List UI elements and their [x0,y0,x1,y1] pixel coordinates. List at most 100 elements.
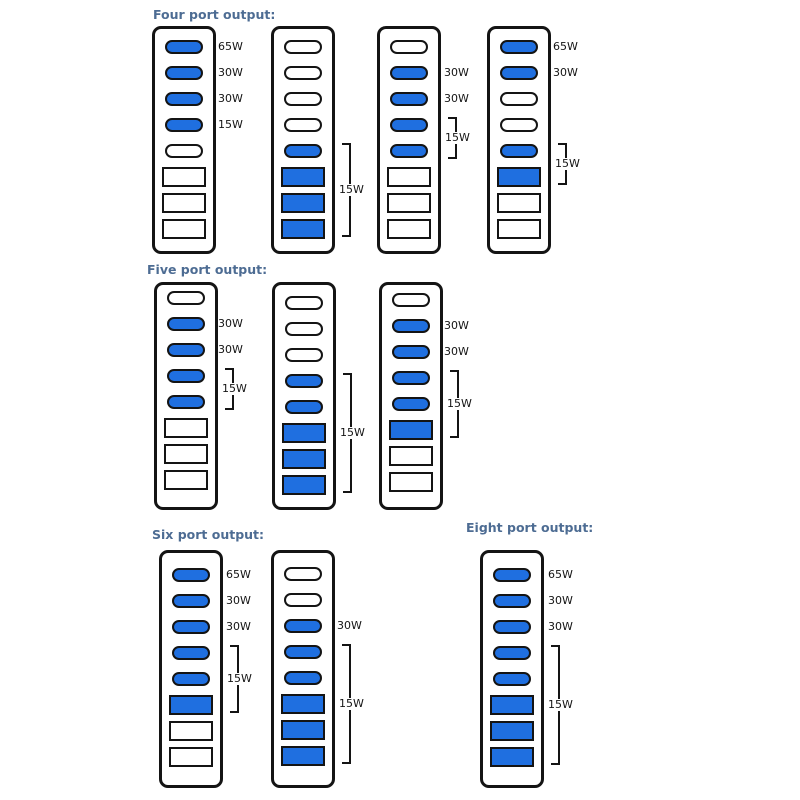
usb-c-port [165,118,203,132]
usb-a-port [389,446,433,466]
usb-a-port [281,720,325,740]
usb-a-port [490,747,534,767]
usb-a-port [169,747,213,767]
usb-a-port [497,193,541,213]
usb-c-port [500,66,538,80]
usb-c-port [390,118,428,132]
usb-a-port [281,694,325,714]
group-power-label: 15W [444,131,471,144]
usb-c-port [284,671,322,685]
usb-c-port [493,568,531,582]
usb-c-port [500,144,538,158]
usb-a-port [281,167,325,187]
usb-c-port [285,400,323,414]
usb-a-port [281,219,325,239]
power-label: 65W [553,40,578,53]
usb-c-port [167,291,205,305]
charger-device-four-a [152,26,216,254]
usb-c-port [284,118,322,132]
usb-a-port [162,193,206,213]
usb-c-port [493,620,531,634]
usb-c-port [493,594,531,608]
usb-c-port [284,645,322,659]
eight-port-title: Eight port output: [466,520,594,535]
usb-a-port [497,167,541,187]
power-label: 65W [548,568,573,581]
charger-device-four-c [377,26,441,254]
power-label: 30W [218,66,243,79]
power-label: 30W [444,66,469,79]
usb-a-port [387,167,431,187]
usb-c-port [167,395,205,409]
usb-a-port [162,219,206,239]
usb-c-port [284,619,322,633]
usb-a-port [387,193,431,213]
power-label: 30W [548,620,573,633]
power-label: 30W [548,594,573,607]
usb-a-port [282,475,326,495]
group-power-label: 15W [554,157,581,170]
usb-c-port [392,371,430,385]
usb-c-port [165,40,203,54]
usb-a-port [389,472,433,492]
group-power-label: 15W [547,698,574,711]
usb-a-port [282,449,326,469]
usb-c-port [284,40,322,54]
usb-a-port [169,721,213,741]
usb-c-port [390,66,428,80]
usb-c-port [493,672,531,686]
usb-c-port [392,397,430,411]
usb-a-port [490,721,534,741]
group-power-label: 15W [338,697,365,710]
group-power-label: 15W [338,183,365,196]
usb-c-port [165,66,203,80]
charger-device-four-d [487,26,551,254]
usb-a-port [490,695,534,715]
usb-c-port [392,293,430,307]
usb-c-port [493,646,531,660]
usb-c-port [172,568,210,582]
five-port-title: Five port output: [147,262,268,277]
usb-c-port [172,594,210,608]
power-label: 30W [218,317,243,330]
power-label: 30W [226,620,251,633]
four-port-title: Four port output: [153,7,276,22]
power-label: 30W [226,594,251,607]
power-label: 65W [218,40,243,53]
group-power-label: 15W [221,382,248,395]
usb-a-port [281,193,325,213]
usb-c-port [392,345,430,359]
usb-c-port [284,144,322,158]
group-power-label: 15W [339,426,366,439]
usb-c-port [285,374,323,388]
usb-c-port [285,322,323,336]
power-label: 30W [218,343,243,356]
usb-a-port [387,219,431,239]
power-label: 30W [444,319,469,332]
usb-c-port [172,672,210,686]
usb-a-port [164,444,208,464]
usb-c-port [390,144,428,158]
power-label: 30W [444,92,469,105]
usb-a-port [497,219,541,239]
power-label: 30W [218,92,243,105]
charger-device-five-b [272,282,336,510]
usb-c-port [167,317,205,331]
usb-a-port [164,418,208,438]
usb-a-port [389,420,433,440]
usb-c-port [284,66,322,80]
usb-a-port [164,470,208,490]
usb-c-port [284,92,322,106]
usb-c-port [172,646,210,660]
six-port-title: Six port output: [152,527,265,542]
usb-c-port [172,620,210,634]
power-label: 65W [226,568,251,581]
usb-a-port [281,746,325,766]
usb-c-port [500,92,538,106]
usb-a-port [169,695,213,715]
power-label: 30W [444,345,469,358]
group-power-label: 15W [446,397,473,410]
usb-c-port [167,369,205,383]
group-power-label: 15W [226,672,253,685]
